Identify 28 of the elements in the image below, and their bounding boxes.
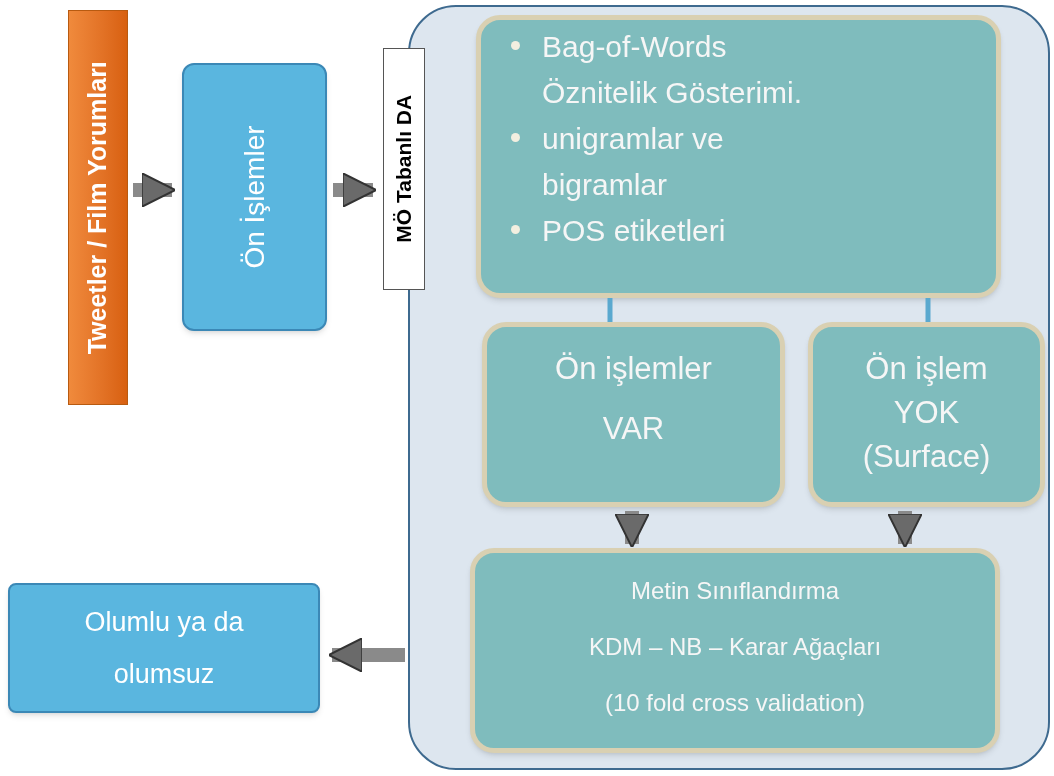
vertical-label: Tweetler / Film Yorumları bbox=[82, 60, 113, 355]
box-text: Ön işlemler bbox=[555, 350, 712, 388]
box-text: Ön işlem YOK (Surface) bbox=[861, 350, 992, 476]
vertical-heading: MÖ Tabanlı DA bbox=[391, 95, 417, 243]
source-box bbox=[68, 10, 128, 405]
bullet-text: POS etiketleri bbox=[542, 213, 726, 249]
option-box bbox=[482, 322, 785, 507]
bullet-text: Bag-of-Words Öznitelik Gösterimi. bbox=[542, 29, 804, 111]
box-text: Olumlu ya da olumsuz bbox=[83, 606, 245, 691]
result-box bbox=[8, 583, 320, 713]
connector-line bbox=[925, 298, 931, 322]
box-text: (10 fold cross validation) bbox=[604, 688, 866, 718]
box-text: KDM – NB – Karar Ağaçları bbox=[588, 632, 882, 662]
feature-box bbox=[476, 15, 1001, 298]
block-arrow bbox=[887, 511, 923, 549]
bullet-text: unigramlar ve bigramlar bbox=[542, 121, 725, 203]
block-arrow bbox=[327, 637, 405, 673]
box-text: Metin Sınıflandırma bbox=[630, 576, 840, 606]
block-arrow bbox=[333, 172, 378, 208]
connector-line bbox=[607, 298, 613, 322]
option-box bbox=[808, 322, 1045, 507]
vertical-label: Ön İşlemler bbox=[237, 125, 271, 269]
block-arrow bbox=[133, 172, 177, 208]
process-box bbox=[182, 63, 327, 331]
box-text: VAR bbox=[602, 410, 665, 448]
classifier-box bbox=[470, 548, 1000, 753]
group-panel bbox=[383, 5, 1050, 770]
block-arrow bbox=[614, 511, 650, 549]
